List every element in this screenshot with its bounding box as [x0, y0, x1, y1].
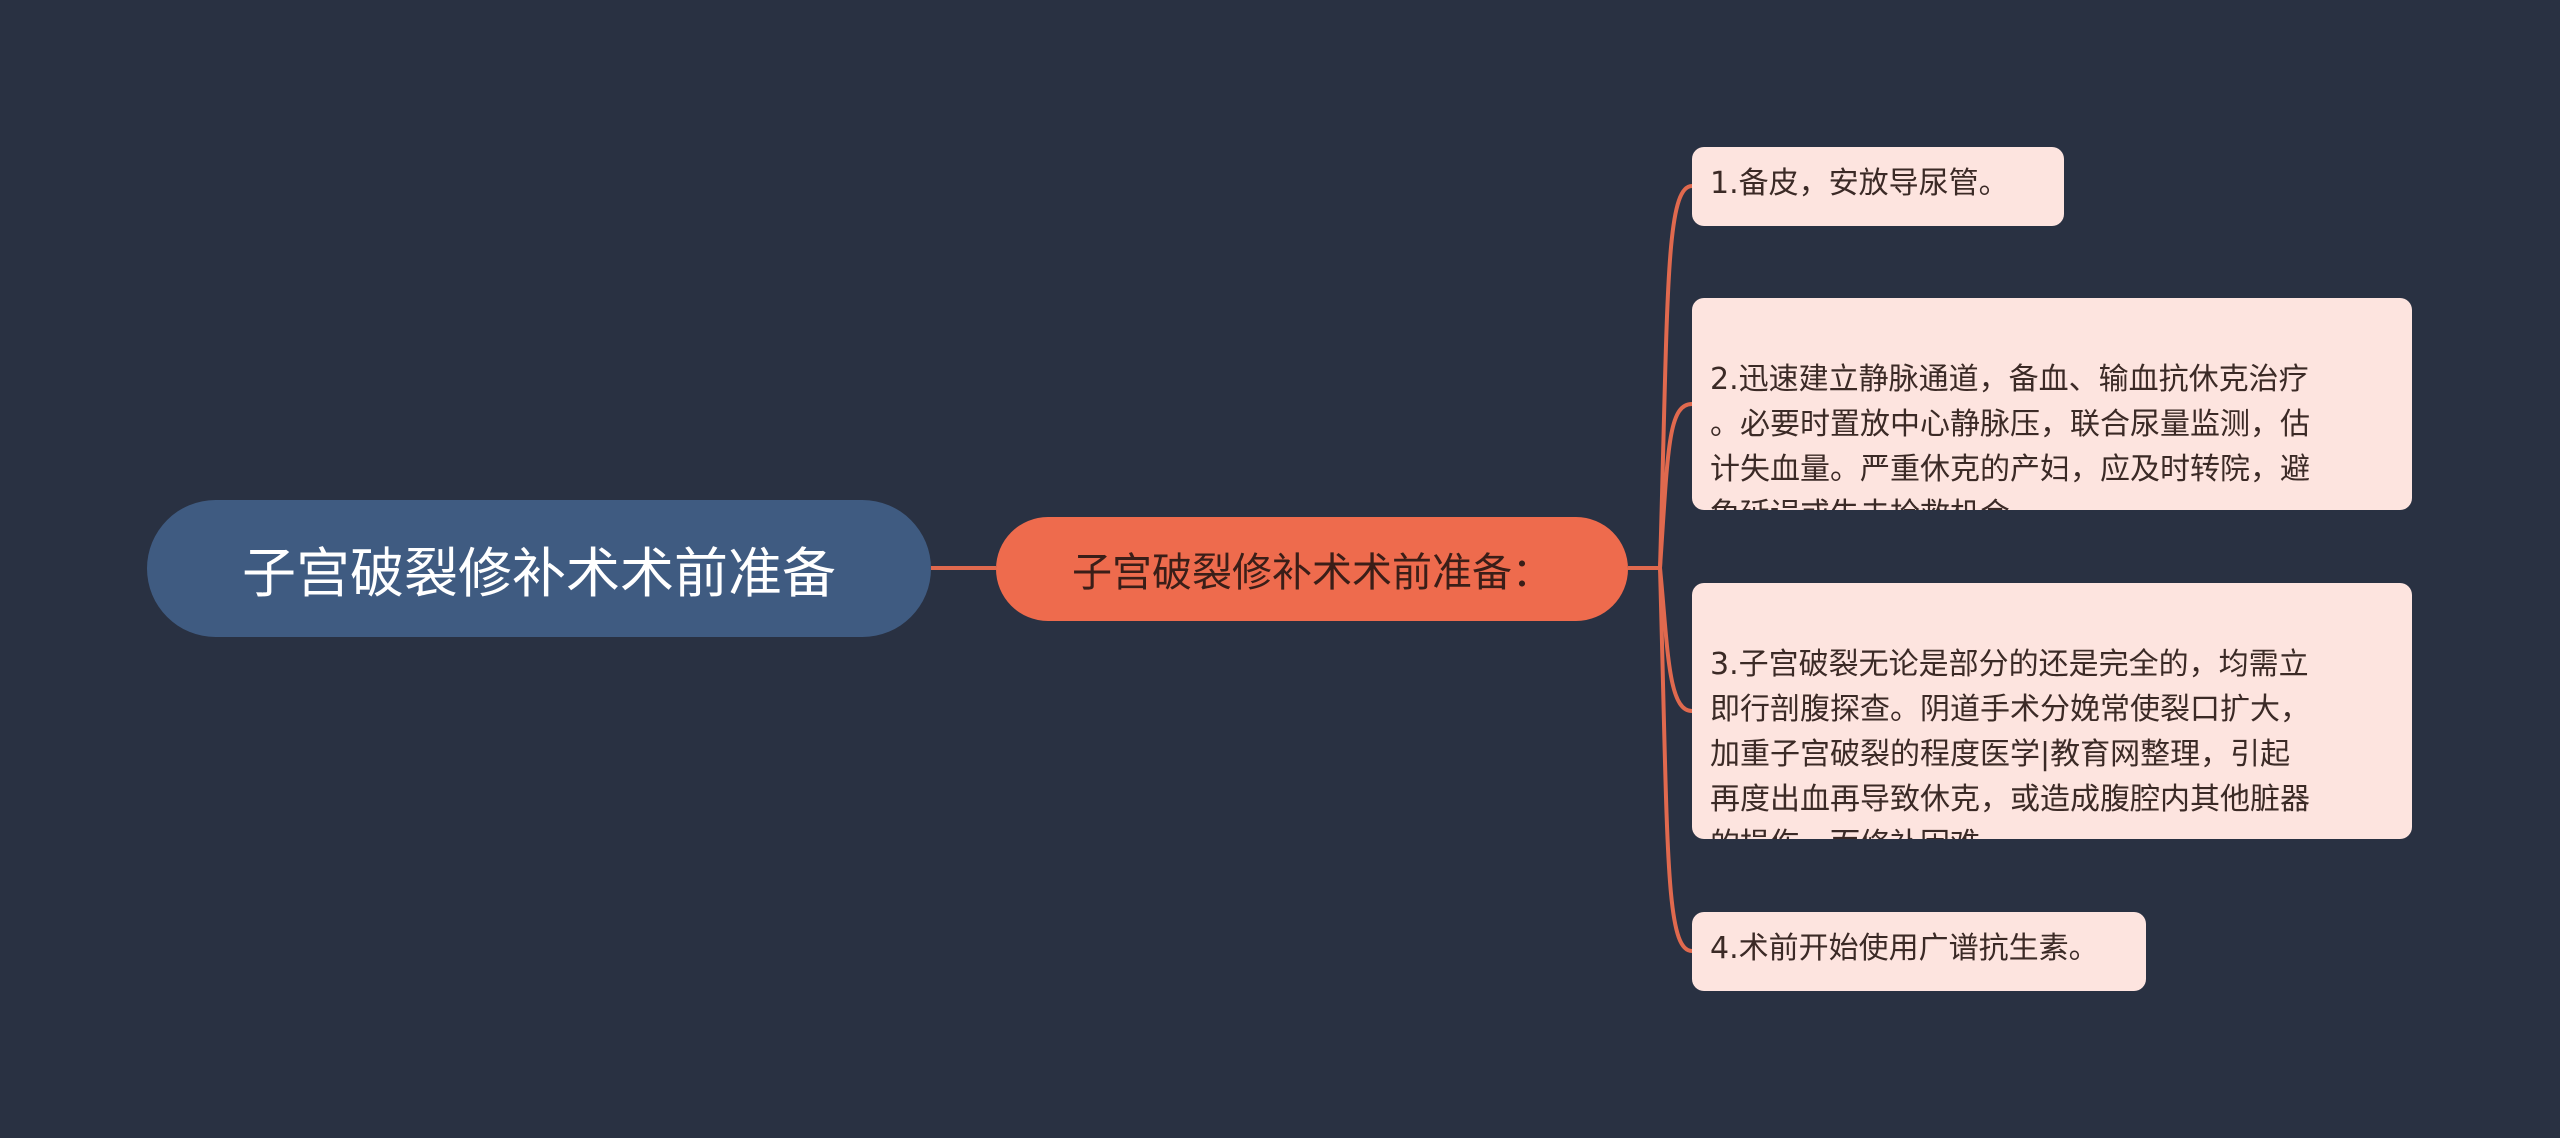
leaf-2-connector: [1658, 402, 1693, 569]
root-topic-node[interactable]: 子宫破裂修补术术前准备: [147, 500, 931, 637]
leaf-node-2[interactable]: 2.迅速建立静脉通道，备血、输血抗休克治疗 。必要时置放中心静脉压，联合尿量监测…: [1692, 298, 2412, 510]
branch-topic-node[interactable]: 子宫破裂修补术术前准备：: [996, 517, 1628, 621]
leaf-node-1[interactable]: 1.备皮，安放导尿管。: [1692, 147, 2064, 226]
leaf-4-connector: [1658, 567, 1693, 953]
root-topic-label: 子宫破裂修补术术前准备: [242, 542, 836, 605]
leaf-node-3[interactable]: 3.子宫破裂无论是部分的还是完全的，均需立 即行剖腹探查。阴道手术分娩常使裂口扩…: [1692, 583, 2412, 839]
leaf-node-3-text: 3.子宫破裂无论是部分的还是完全的，均需立 即行剖腹探查。阴道手术分娩常使裂口扩…: [1710, 647, 2310, 839]
leaf-node-2-text: 2.迅速建立静脉通道，备血、输血抗休克治疗 。必要时置放中心静脉压，联合尿量监测…: [1710, 362, 2310, 510]
leaf-node-4-text: 4.术前开始使用广谱抗生素。: [1710, 931, 2099, 966]
leaf-node-4[interactable]: 4.术前开始使用广谱抗生素。: [1692, 912, 2146, 991]
leaf-1-connector: [1658, 184, 1693, 569]
leaf-node-1-text: 1.备皮，安放导尿管。: [1710, 166, 2009, 201]
branch-topic-label: 子宫破裂修补术术前准备：: [1072, 550, 1552, 596]
